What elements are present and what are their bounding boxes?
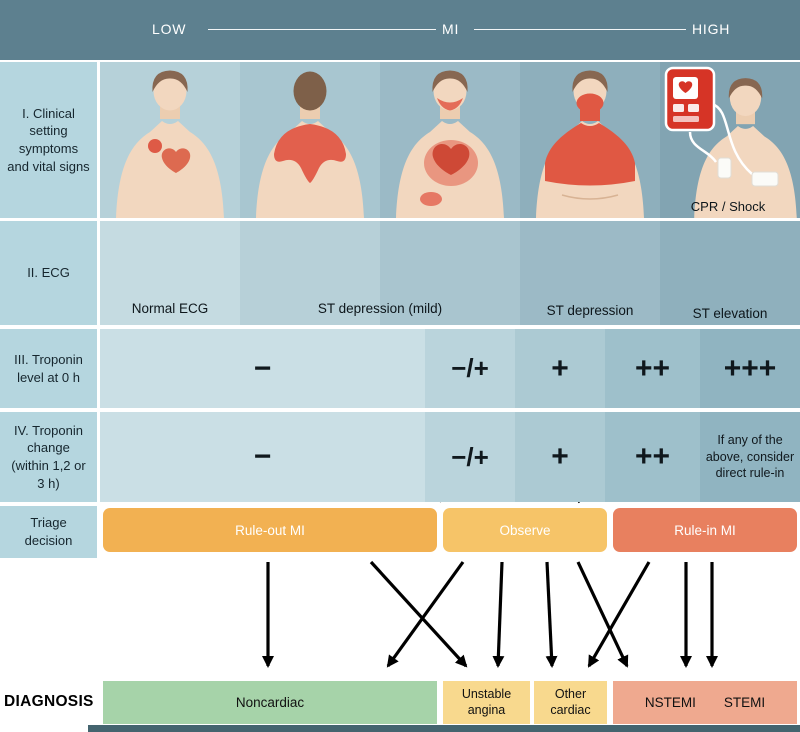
ecg-caption-st-depression: ST depression	[546, 303, 634, 318]
ecg-caption-normal: Normal ECG	[131, 301, 209, 316]
flow-arrows	[262, 560, 718, 668]
row-label-troponin-0h: III. Troponin level at 0 h	[0, 329, 97, 408]
troponin-change-zone-5: If any of the above, consider direct rul…	[700, 412, 800, 502]
ecg-caption-st-elevation: ST elevation	[692, 306, 768, 321]
row-label-triage: Triage decision	[0, 506, 97, 558]
troponin0-value-1: −	[253, 351, 272, 385]
cpr-shock-caption: CPR / Shock	[690, 199, 766, 214]
troponin0-zone-2: −/+	[425, 329, 515, 408]
defib-pad-icon	[717, 157, 732, 179]
rule-out-mi-button: Rule-out MI	[103, 508, 437, 552]
risk-label-high: HIGH	[692, 21, 731, 37]
troponin0-value-4: ++	[634, 351, 671, 385]
troponin-change-zone-4: ++	[605, 412, 700, 502]
ecg-column-3	[380, 221, 520, 503]
troponin0-zone-5: +++	[700, 329, 800, 408]
clinical-column-4	[520, 62, 660, 218]
diagnosis-unstable-angina: Unstable angina	[443, 681, 530, 724]
risk-label-mi: MI	[442, 21, 460, 37]
troponin0-value-5: +++	[723, 351, 777, 385]
footer-strip	[88, 725, 800, 732]
ecg-column-5	[660, 221, 800, 499]
diagnosis-heading: DIAGNOSIS	[4, 693, 94, 710]
patient-figure-severe-chest-pain-icon	[536, 70, 644, 218]
troponin-change-value-1: −	[253, 440, 272, 473]
clinical-column-3	[380, 62, 520, 218]
patient-figure-cpr-shock-icon	[664, 66, 797, 218]
defib-pad-icon	[751, 171, 779, 187]
clinical-column-2	[240, 62, 380, 218]
diagnosis-other-cardiac: Other cardiac	[534, 681, 607, 724]
aed-defibrillator-icon	[664, 66, 716, 132]
clinical-column-1	[100, 62, 240, 218]
row-label-troponin-change: IV. Troponin change (within 1,2 or 3 h)	[0, 412, 97, 502]
troponin-change-value-2: −/+	[451, 441, 489, 472]
troponin0-zone-1: −	[100, 329, 425, 408]
troponin0-zone-3: +	[515, 329, 605, 408]
row-label-ecg: II. ECG	[0, 221, 97, 325]
ecg-column-2	[240, 221, 380, 502]
troponin0-value-3: +	[551, 351, 569, 385]
patient-figure-back-pain-icon	[256, 71, 364, 218]
patient-figure-radiating-pain-icon	[396, 70, 504, 218]
troponin-change-zone-1: −	[100, 412, 425, 502]
troponin0-value-2: −/+	[451, 353, 489, 383]
troponin-change-zone-2: −/+	[425, 412, 515, 502]
troponin-change-zone-3: +	[515, 412, 605, 502]
row-label-clinical: I. Clinical setting symptoms and vital s…	[0, 62, 97, 218]
rule-in-mi-button: Rule-in MI	[613, 508, 797, 552]
patient-figure-mild-chest-pain-icon	[116, 70, 224, 218]
diagnosis-nstemi: NSTEMI	[644, 695, 696, 710]
observe-button: Observe	[443, 508, 607, 552]
risk-label-low: LOW	[152, 21, 187, 37]
troponin-change-value-4: ++	[634, 440, 671, 473]
ecg-caption-st-depression-mild: ST depression (mild)	[317, 301, 443, 316]
troponin0-zone-4: ++	[605, 329, 700, 408]
direct-rule-in-note: If any of the above, consider direct rul…	[705, 433, 795, 481]
diagnosis-mi-group: NSTEMI STEMI	[613, 681, 797, 724]
diagnosis-noncardiac: Noncardiac	[103, 681, 437, 724]
risk-gradient-header: LOW MI HIGH	[0, 0, 800, 60]
diagnosis-stemi: STEMI	[723, 695, 766, 710]
clinical-column-5	[660, 62, 800, 218]
troponin-change-value-3: +	[551, 440, 569, 473]
gradient-line-left	[208, 29, 436, 30]
gradient-line-right	[474, 29, 686, 30]
